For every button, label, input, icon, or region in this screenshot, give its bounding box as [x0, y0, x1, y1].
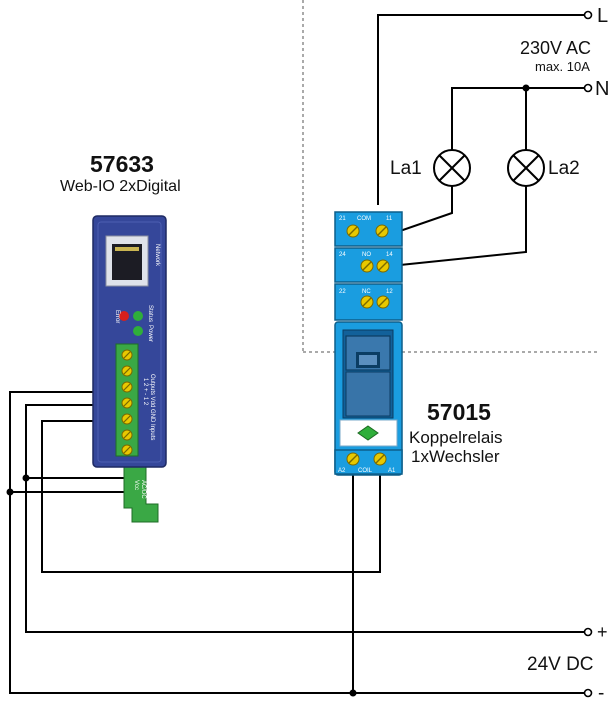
label-la2: La2 — [548, 158, 580, 179]
lamp-la2 — [507, 149, 545, 187]
svg-text:24: 24 — [339, 252, 346, 258]
svg-text:11: 11 — [386, 216, 393, 222]
terminal-n — [583, 83, 593, 93]
webio-part-number: 57633 — [90, 151, 154, 177]
led-status — [133, 311, 143, 321]
svg-text:22: 22 — [339, 289, 346, 295]
svg-text:AC/DC: AC/DC — [140, 480, 146, 499]
wires — [9, 14, 585, 694]
supply-terminals — [583, 10, 593, 698]
label-230v-ac: 230V AC — [520, 38, 591, 58]
terminal-l — [583, 10, 593, 20]
label-plus: + — [597, 622, 608, 642]
led-power — [133, 326, 143, 336]
supply-connector — [123, 466, 159, 523]
enclosure-boundary — [302, 0, 600, 353]
relay-coil-block — [334, 449, 403, 475]
svg-text:NO: NO — [362, 252, 371, 258]
label-n: N — [595, 78, 609, 100]
junction-dots — [6, 84, 530, 697]
svg-text:Network: Network — [154, 244, 160, 267]
label-max-current: max. 10A — [535, 59, 590, 74]
svg-text:A2: A2 — [338, 468, 346, 474]
relay-part-number: 57015 — [427, 399, 491, 425]
svg-text:Outputs Vdd GND Inputs: Outputs Vdd GND Inputs — [149, 374, 155, 440]
svg-text:1 2 + - 1 2: 1 2 + - 1 2 — [142, 378, 148, 406]
terminal-screws — [121, 349, 133, 456]
label-minus: - — [598, 683, 604, 703]
label-la1: La1 — [390, 158, 422, 179]
svg-text:Power: Power — [147, 325, 153, 342]
terminal-plus — [583, 627, 593, 637]
svg-text:A1: A1 — [388, 468, 396, 474]
led-error — [119, 311, 129, 321]
webio-module: Vcc AC/DC Network Error Status Power — [92, 215, 167, 523]
svg-text:COM: COM — [357, 216, 371, 222]
svg-text:21: 21 — [339, 216, 346, 222]
label-l: L — [597, 5, 608, 27]
relay-name: Koppelrelais — [409, 428, 503, 447]
lamp-la1 — [433, 149, 471, 187]
relay-module: 21 COM 11 24 NO 14 22 NC 12 — [334, 211, 403, 476]
relay-led-indicator — [357, 425, 379, 441]
webio-name: Web-IO 2xDigital — [60, 178, 181, 195]
svg-text:NC: NC — [362, 289, 371, 295]
svg-text:Vcc: Vcc — [133, 480, 139, 490]
svg-text:12: 12 — [386, 289, 393, 295]
svg-text:COIL: COIL — [358, 468, 373, 474]
terminal-minus — [583, 688, 593, 698]
svg-text:Error: Error — [114, 310, 120, 323]
label-24v-dc: 24V DC — [527, 654, 594, 675]
svg-text:Status: Status — [147, 305, 153, 322]
relay-com-block — [334, 211, 403, 247]
relay-description: 1xWechsler — [411, 447, 500, 466]
svg-text:14: 14 — [386, 252, 393, 258]
